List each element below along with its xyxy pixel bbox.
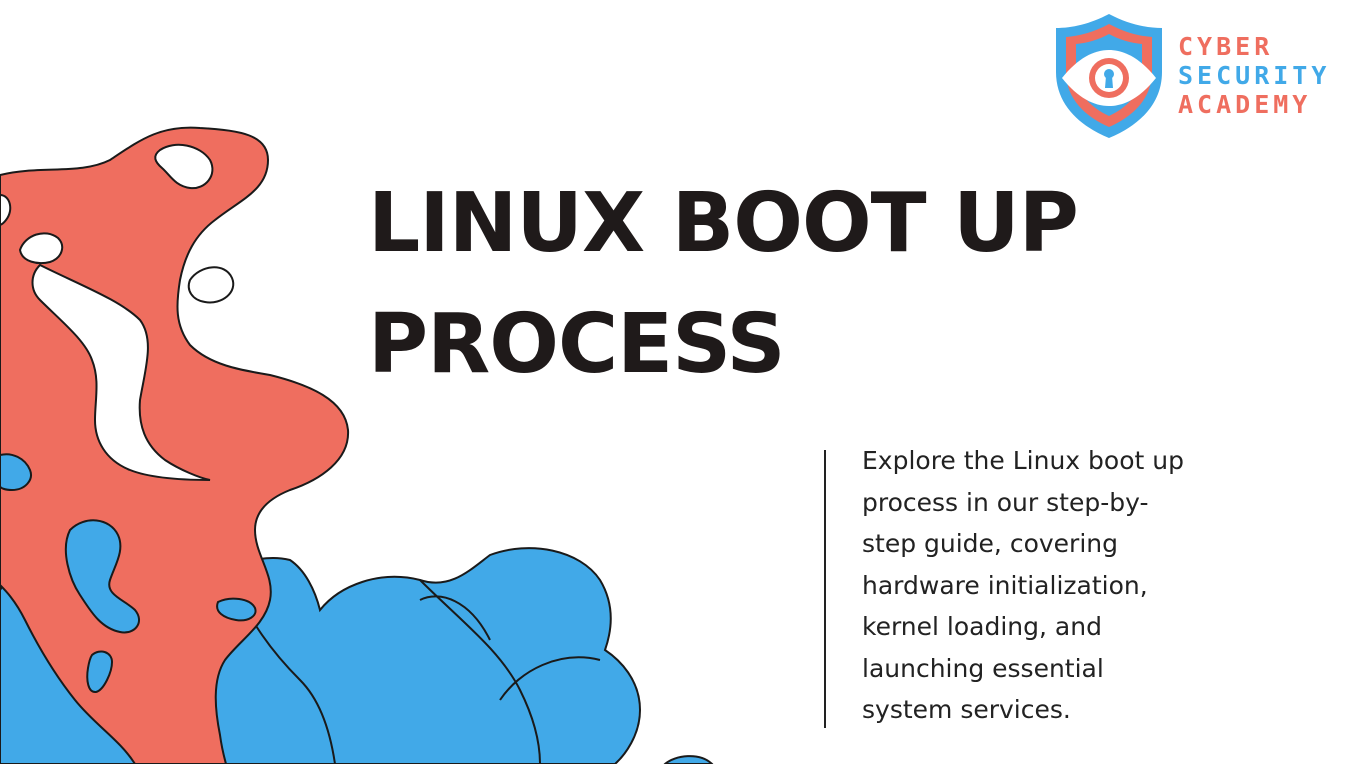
- academy-logo: CYBER SECURITY ACADEMY: [1050, 10, 1350, 145]
- description-line: system services.: [862, 695, 1071, 724]
- description-line: process in our step-by-: [862, 487, 1149, 517]
- logo-wordmark: CYBER SECURITY ACADEMY: [1178, 32, 1330, 119]
- description-line: hardware initialization,: [862, 570, 1148, 600]
- page-title: LINUX BOOT UP PROCESS: [368, 163, 1079, 405]
- title-line-1: LINUX BOOT UP: [368, 176, 1079, 271]
- description-line: step guide, covering: [862, 529, 1118, 558]
- description-paragraph: Explore the Linux boot up process in our…: [862, 440, 1222, 731]
- logo-line-security: SECURITY: [1178, 61, 1331, 90]
- description-line: launching essential: [862, 653, 1104, 683]
- logo-line-cyber: CYBER: [1178, 32, 1274, 61]
- logo-line-academy: ACADEMY: [1178, 90, 1312, 119]
- description-line: Explore the Linux boot up: [862, 446, 1184, 475]
- shield-eye-keyhole-icon: [1056, 14, 1162, 138]
- description-line: kernel loading, and: [862, 612, 1102, 641]
- vertical-divider: [824, 450, 826, 728]
- title-line-2: PROCESS: [368, 297, 786, 392]
